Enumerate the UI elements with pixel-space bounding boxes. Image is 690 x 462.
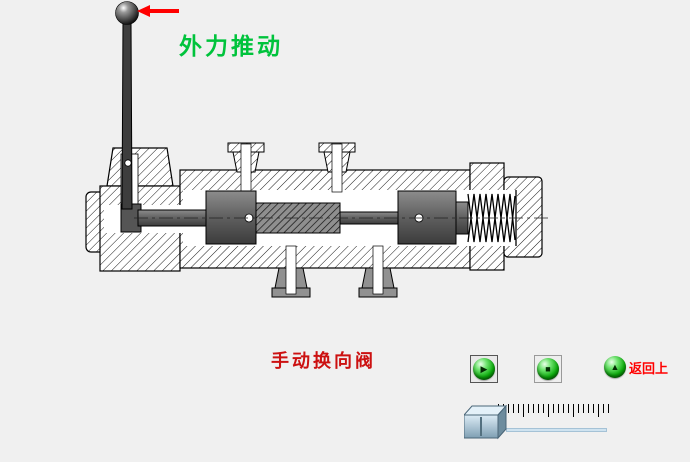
- stop-button-orb: ■: [537, 358, 559, 380]
- port-bottom-left: [271, 245, 311, 298]
- play-button[interactable]: ▶: [470, 355, 498, 383]
- port-bottom-right: [358, 245, 398, 298]
- push-arrow-icon: [137, 5, 179, 17]
- stop-button[interactable]: ■: [534, 355, 562, 383]
- lever-tower: [106, 147, 174, 187]
- slider-track[interactable]: [506, 428, 607, 432]
- back-button-label: 返回上: [629, 360, 669, 376]
- lever-ball: [115, 1, 139, 25]
- up-triangle-icon: ▲: [610, 361, 620, 372]
- play-button-orb: ▶: [473, 358, 495, 380]
- force-label: 外力推动: [179, 33, 283, 59]
- stop-icon: ■: [545, 363, 551, 374]
- knob-side-face: [497, 405, 507, 440]
- back-button[interactable]: ▲ 返回上: [604, 356, 668, 378]
- lever-pin: [124, 159, 132, 167]
- slider-tick-ruler[interactable]: [498, 404, 609, 417]
- manual-lever[interactable]: [115, 1, 139, 210]
- slider-knob[interactable]: [464, 405, 508, 440]
- play-icon: ▶: [480, 363, 488, 374]
- back-button-orb: ▲: [604, 356, 626, 378]
- port-top-right: [318, 142, 356, 193]
- lever-rod: [121, 21, 133, 210]
- diagram-caption: 手动换向阀: [271, 351, 376, 371]
- spool-land-right: [397, 190, 457, 245]
